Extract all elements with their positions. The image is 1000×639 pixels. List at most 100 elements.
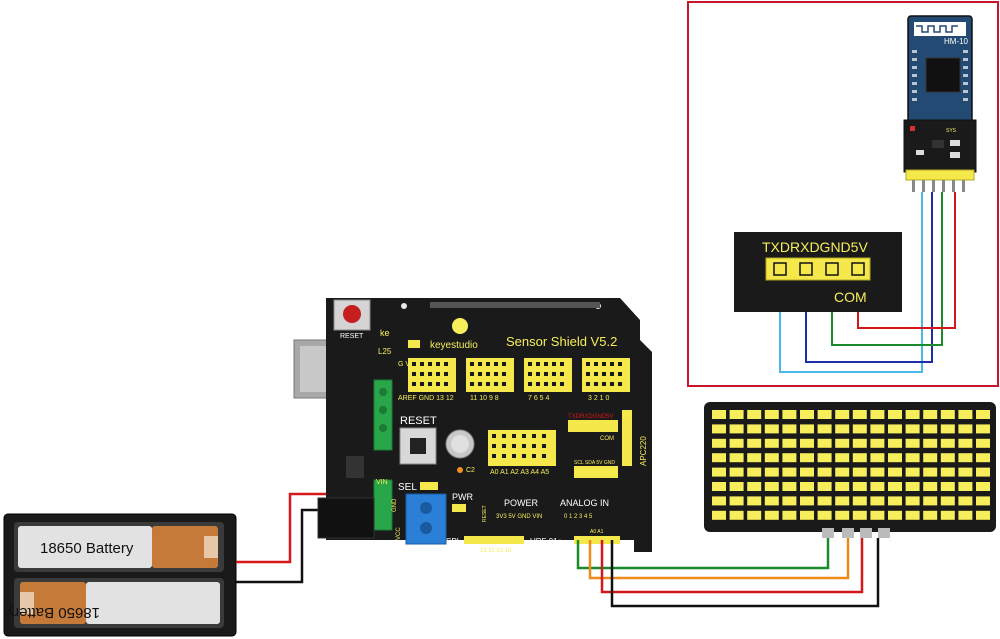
board-com-label: COM [600,436,614,442]
vin-label: VIN [376,479,388,486]
matrix-led [782,453,797,463]
matrix-led [852,424,867,434]
wire-lightblue [779,192,923,373]
reset-vertical-label: RESET [482,505,488,522]
matrix-led [905,467,920,477]
matrix-led [764,496,779,506]
matrix-led [870,482,885,491]
matrix-led [940,453,955,463]
matrix-led [712,482,726,491]
matrix-led [870,453,885,463]
power-label: POWER [504,498,539,508]
wire-green-matrix [576,538,830,570]
matrix-led [888,438,902,448]
matrix-led [764,482,779,491]
battery-cell2-label: 18650 Battery [6,604,100,621]
matrix-led [905,424,920,434]
matrix-led [747,410,762,419]
matrix-led [870,510,885,520]
sel-label: SEL [398,482,417,493]
matrix-led [747,453,762,463]
matrix-led [888,453,902,463]
matrix-led [976,453,990,463]
matrix-led [800,467,814,477]
dot-matrix-module [704,402,996,538]
matrix-led [729,496,744,506]
matrix-led [958,482,973,491]
matrix-led [835,453,850,463]
matrix-led [923,482,938,491]
reset-label: RESET [400,415,437,427]
matrix-led [764,438,779,448]
matrix-led [940,438,955,448]
matrix-led [747,424,762,434]
spi-pins-label: 13 11 12 10 [480,548,512,554]
matrix-led [976,410,990,419]
matrix-wires [576,538,880,608]
matrix-led [888,467,902,477]
matrix-led [835,438,850,448]
matrix-led [817,482,832,491]
matrix-led [852,410,867,419]
matrix-led [835,496,850,506]
vcc-label: VCC [396,527,402,540]
matrix-led [940,482,955,491]
matrix-led [712,467,726,477]
matrix-led [747,482,762,491]
matrix-led [764,424,779,434]
matrix-led [782,410,797,419]
l25-label: L25 [378,347,392,356]
matrix-led [905,482,920,491]
bluetooth-module: HM-10 SYS [903,15,977,192]
board-title: Sensor Shield V5.2 [506,334,617,349]
matrix-led [747,496,762,506]
matrix-led [923,496,938,506]
a0a1-label: A0 A1 [590,529,604,535]
matrix-led [923,467,938,477]
matrix-led [800,510,814,520]
matrix-led [940,496,955,506]
matrix-led [852,453,867,463]
bluetooth-module-label: HM-10 [944,37,969,46]
digital-label-3: 7 6 5 4 [528,395,550,402]
matrix-led [870,438,885,448]
matrix-led [958,438,973,448]
matrix-led [747,438,762,448]
matrix-led [852,438,867,448]
matrix-led [976,482,990,491]
digital-label-1: AREF GND 13 12 [398,395,454,402]
analog-pins-label: A0 A1 A2 A3 A4 A5 [490,469,549,476]
matrix-led [729,410,744,419]
pwr-label: PWR [452,492,473,502]
matrix-led [835,410,850,419]
matrix-led [835,510,850,520]
matrix-led [800,496,814,506]
matrix-led [888,482,902,491]
matrix-led [923,424,938,434]
com-large-label: COM [834,289,867,305]
battery-pack: 18650 Battery 18650 Battery [3,513,237,637]
matrix-led [764,467,779,477]
matrix-led [923,410,938,419]
matrix-led [817,424,832,434]
matrix-led [747,510,762,520]
matrix-led [976,467,990,477]
matrix-led [729,467,744,477]
matrix-led [729,453,744,463]
matrix-led [712,510,726,520]
wire-black-matrix [610,538,880,608]
matrix-led [888,424,902,434]
bluetooth-frame [687,1,999,387]
matrix-led [817,438,832,448]
matrix-led [958,467,973,477]
matrix-led [782,510,797,520]
matrix-led [923,510,938,520]
matrix-led [905,453,920,463]
board-reset-button-label: RESET [340,333,364,340]
matrix-led [712,424,726,434]
com-header-large-label: TXDRXDGND5V [762,239,868,255]
matrix-led [747,467,762,477]
i2c-label: SCL SDA 5V GND [574,460,615,466]
gnd-label: GND [392,498,398,512]
